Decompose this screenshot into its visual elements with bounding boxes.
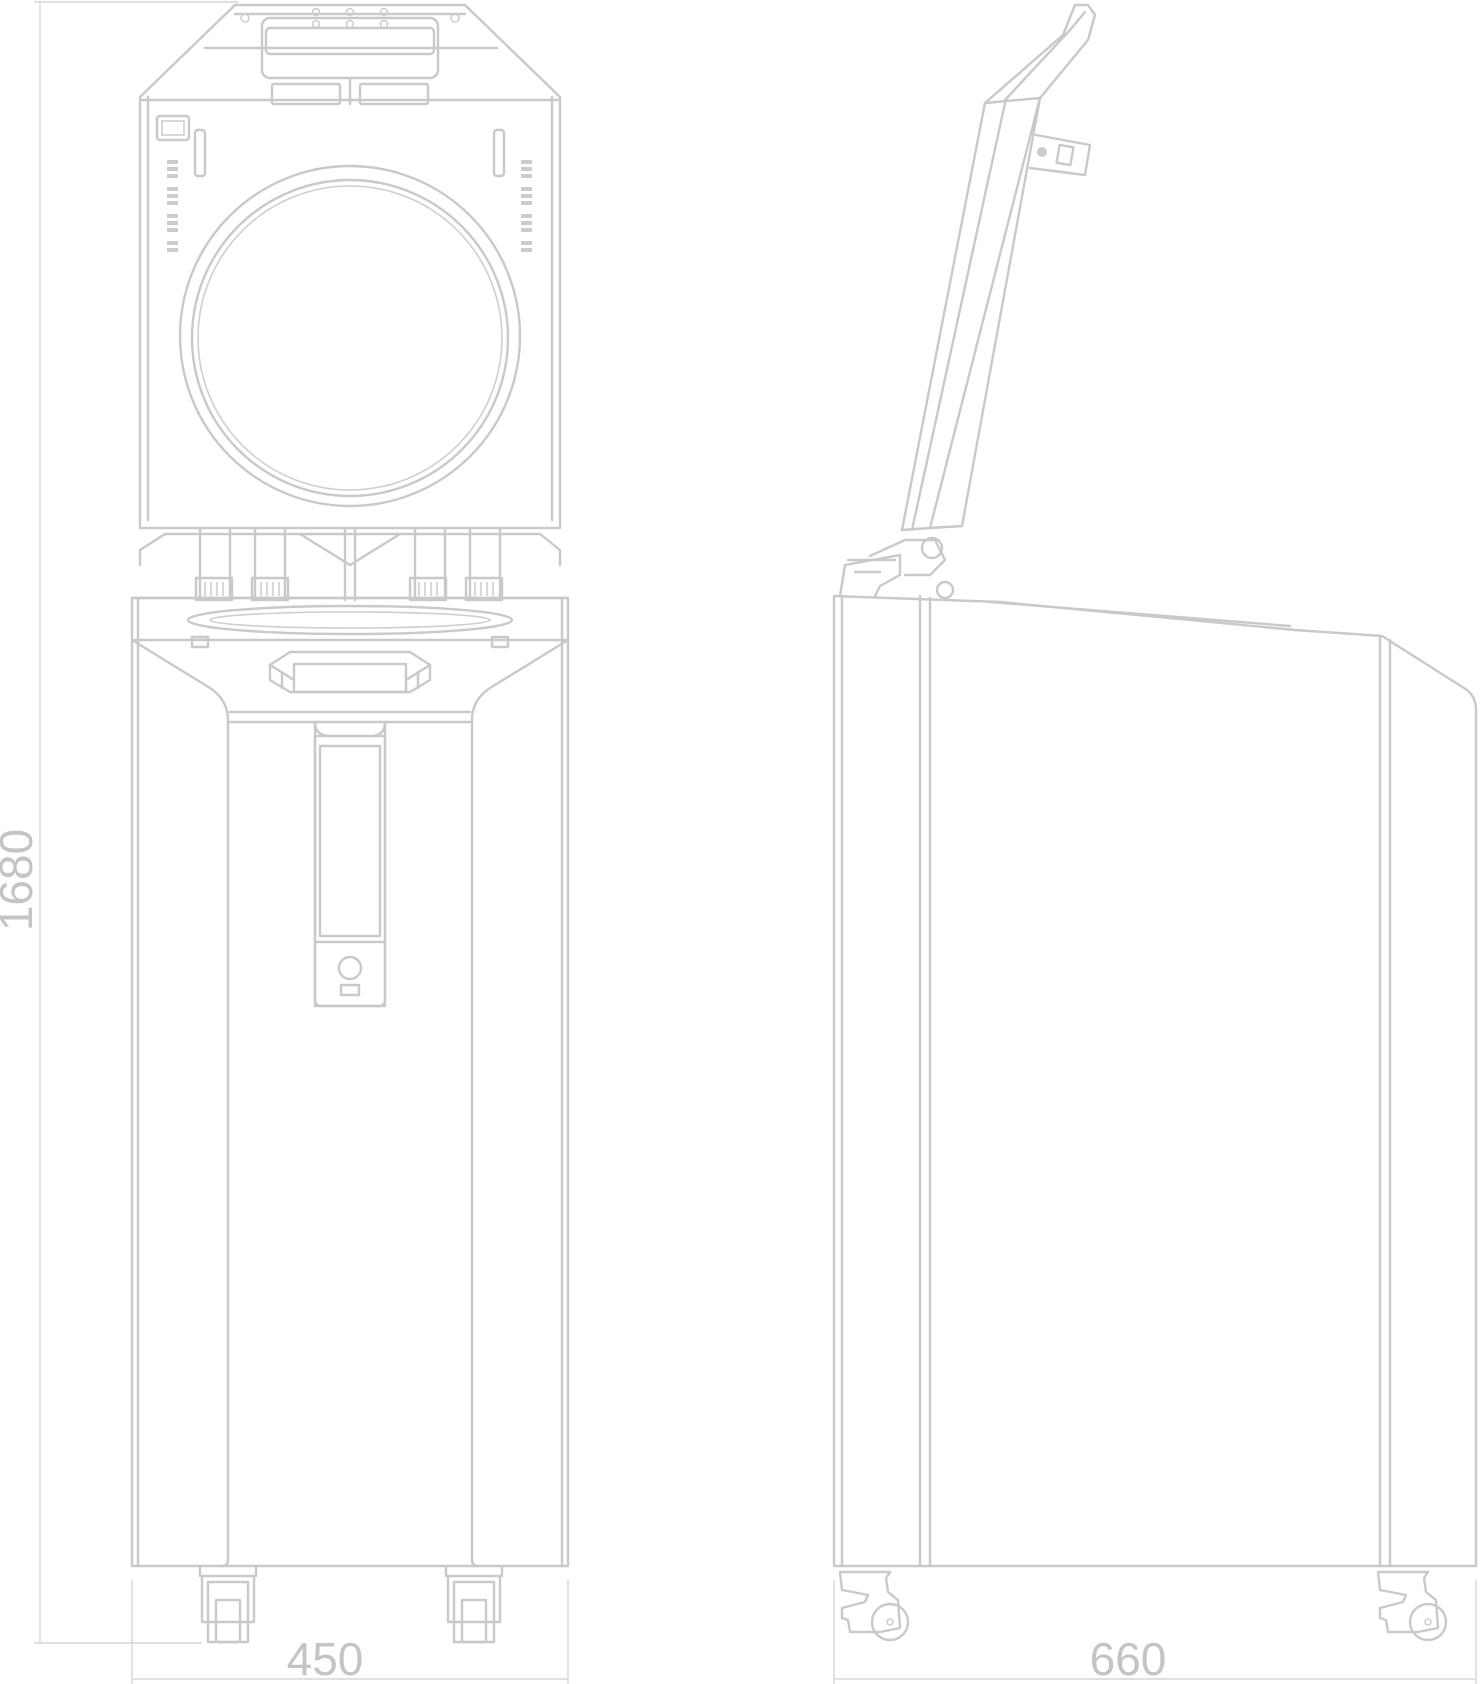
vent-left bbox=[167, 160, 178, 252]
width-label: 450 bbox=[287, 1633, 364, 1684]
front-view bbox=[130, 3, 570, 1644]
front-casters bbox=[198, 1564, 504, 1644]
front-lid bbox=[138, 3, 562, 530]
depth-dimension: 660 bbox=[833, 1580, 1477, 1684]
front-chamber-rim bbox=[130, 596, 570, 649]
side-casters bbox=[838, 1570, 1448, 1642]
front-hinges bbox=[138, 526, 562, 602]
height-dimension: 1680 bbox=[0, 1, 238, 1644]
depth-label: 660 bbox=[1090, 1633, 1167, 1684]
width-dimension: 450 bbox=[131, 1580, 569, 1684]
vent-right bbox=[521, 160, 532, 252]
side-cabinet bbox=[832, 594, 1478, 1568]
front-cabinet bbox=[130, 596, 570, 1568]
side-view bbox=[832, 3, 1478, 1642]
side-lid bbox=[838, 3, 1097, 600]
height-label: 1680 bbox=[0, 829, 42, 931]
